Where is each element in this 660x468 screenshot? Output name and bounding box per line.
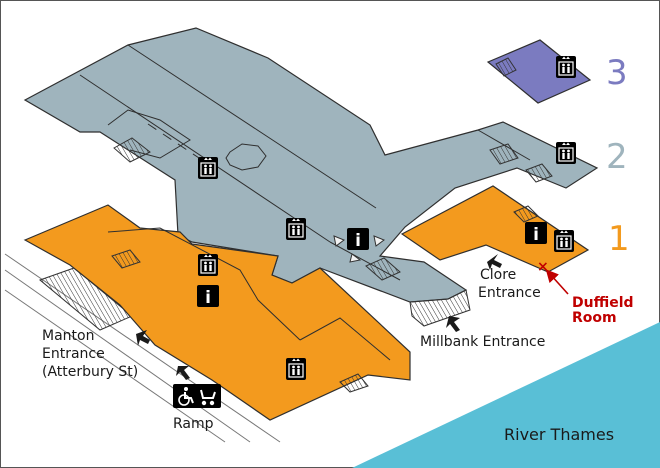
lift-icon-level-1-west (198, 254, 218, 276)
duffield-room-label-1: Duffield (572, 295, 634, 311)
manton-entrance-label-1: Manton (42, 328, 94, 344)
duffield-room-pointer-icon (545, 269, 569, 295)
wheelchair-pushchair-icon (173, 384, 221, 408)
info-icon-level-1-east: i (525, 222, 547, 245)
millbank-entrance-label: Millbank Entrance (420, 334, 545, 350)
level-3-label: 3 (606, 53, 628, 93)
ramp-arrow-icon (176, 366, 190, 380)
svg-text:i: i (533, 225, 539, 245)
clore-entrance-arrow-icon (487, 254, 502, 270)
manton-entrance-arrow-icon (136, 330, 150, 346)
millbank-entrance-arrow-icon (446, 316, 460, 332)
ramp-label: Ramp (173, 416, 214, 432)
lift-icon-level-2-center (286, 218, 306, 240)
level-2-label: 2 (606, 137, 628, 177)
svg-text:i: i (205, 288, 211, 308)
level-3-floor (486, 39, 592, 104)
lift-icon-level-1-east (554, 230, 574, 252)
duffield-room-marker: × (537, 259, 549, 275)
duffield-room-label-2: Room (572, 310, 617, 326)
clore-entrance-label-1: Clore (480, 267, 516, 283)
river-thames-area (352, 322, 660, 468)
river-label: River Thames (504, 425, 614, 444)
clore-entrance-label-2: Entrance (478, 285, 541, 301)
level-1-west-floor (23, 204, 411, 421)
manton-entrance-label-2: Entrance (42, 346, 105, 362)
svg-text:i: i (355, 231, 361, 251)
info-icon-level-1-west: i (197, 285, 219, 308)
level-1-east-floor (400, 185, 590, 273)
info-icon-level-2: i (347, 228, 369, 251)
lift-icon-level-1-south (286, 358, 306, 380)
manton-entrance-label-3: (Atterbury St) (42, 364, 138, 380)
lift-icon-level-3 (556, 56, 576, 78)
lift-icon-level-2-west (198, 157, 218, 179)
lift-icon-level-2-east (556, 142, 576, 164)
level-1-label: 1 (608, 219, 630, 259)
